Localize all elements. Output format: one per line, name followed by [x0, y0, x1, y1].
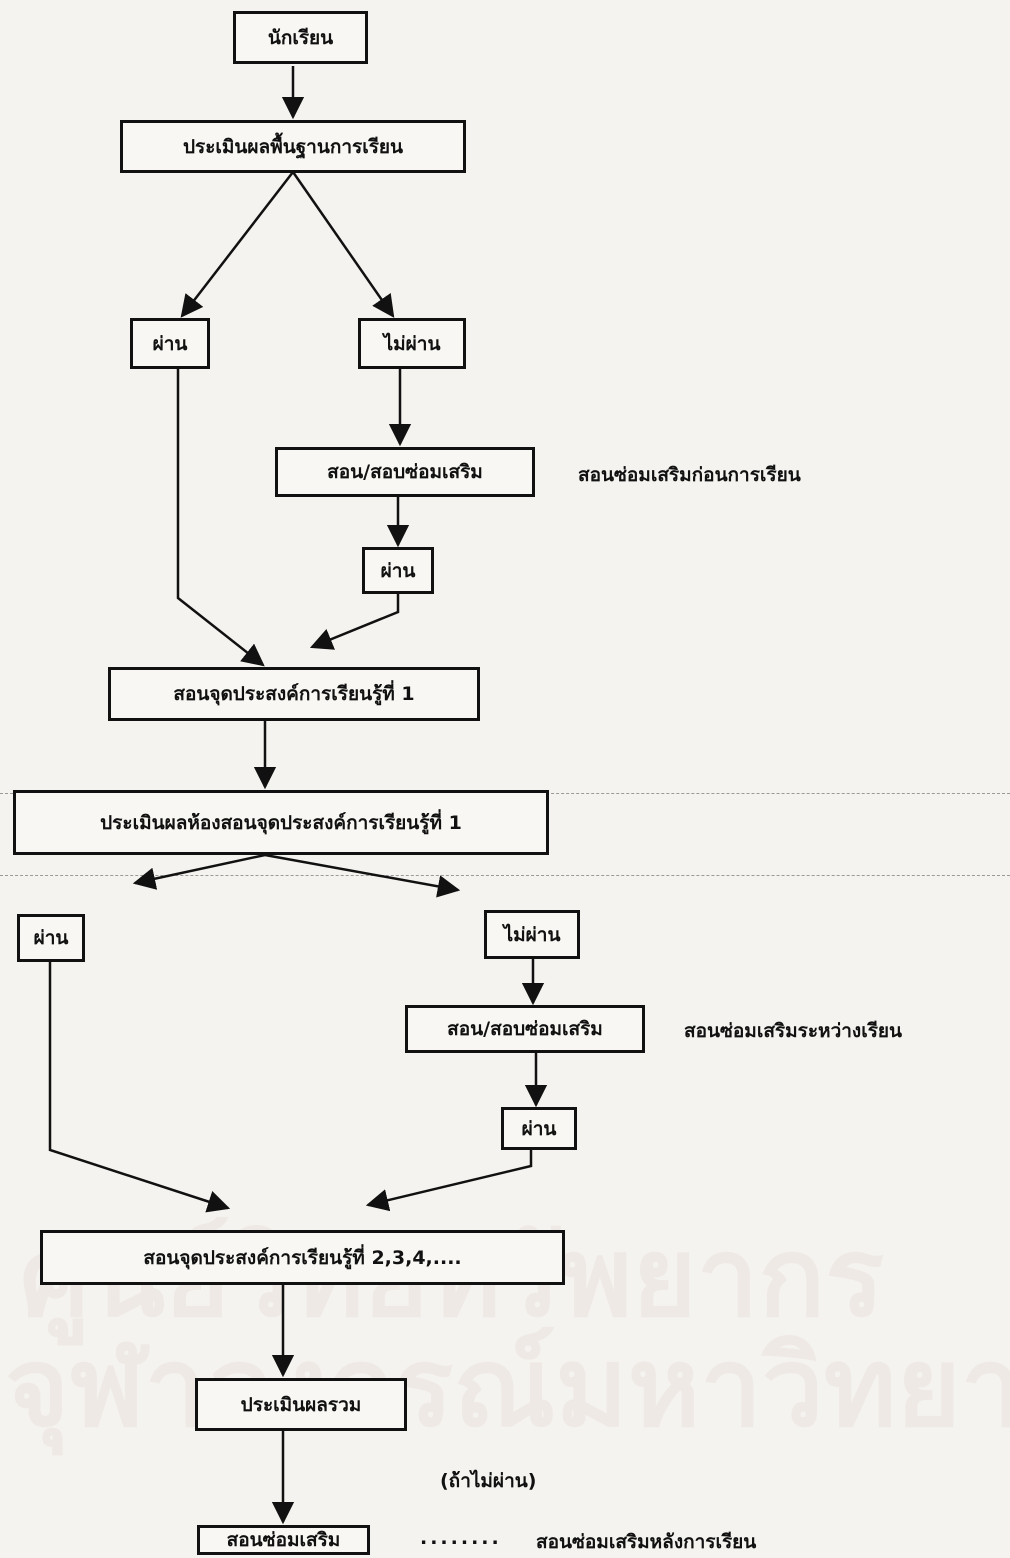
note-remedial-after-learning: สอนซ่อมเสริมหลังการเรียน — [536, 1531, 757, 1553]
node-pass-2b: ผ่าน — [501, 1107, 577, 1150]
note-leader-dots: ........ — [420, 1527, 502, 1549]
divider-line — [0, 875, 1010, 876]
arrow-pass-2b-to-teach-next — [365, 1150, 533, 1212]
node-overall-evaluation: ประเมินผลรวม — [195, 1378, 407, 1431]
node-evaluate-objective-1: ประเมินผลห้องสอนจุดประสงค์การเรียนรู้ที่… — [13, 790, 549, 855]
node-pass-1: ผ่าน — [130, 318, 210, 369]
note-remedial-before-learning: สอนซ่อมเสริมก่อนการเรียน — [578, 464, 801, 486]
arrow-baseline-to-fail — [291, 171, 395, 318]
node-fail-1: ไม่ผ่าน — [358, 318, 466, 369]
arrow-eval-1-to-fail — [264, 853, 461, 898]
arrow-passb-to-teach-1 — [309, 594, 400, 650]
node-remedial-before: สอน/สอบซ่อมเสริม — [275, 447, 535, 497]
node-pass-2: ผ่าน — [17, 914, 85, 962]
node-remedial-during: สอน/สอบซ่อมเสริม — [405, 1005, 645, 1053]
node-teach-next-objectives: สอนจุดประสงค์การเรียนรู้ที่ 2,3,4,.... — [40, 1230, 565, 1285]
note-remedial-during-learning: สอนซ่อมเสริมระหว่างเรียน — [684, 1020, 903, 1042]
arrow-baseline-to-pass — [180, 171, 294, 318]
node-remedial-final: สอนซ่อมเสริม — [197, 1525, 370, 1555]
arrow-pass-2-to-teach-next — [48, 962, 231, 1213]
node-student: นักเรียน — [233, 11, 368, 64]
watermark-line-2: จุฬาลงกรณ์มหาวิทยาลัย — [5, 1322, 1010, 1451]
note-if-fail: (ถ้าไม่ผ่าน) — [440, 1470, 537, 1492]
node-baseline-evaluation: ประเมินผลพื้นฐานการเรียน — [120, 120, 466, 173]
node-teach-objective-1: สอนจุดประสงค์การเรียนรู้ที่ 1 — [108, 667, 480, 721]
arrow-pass-to-teach-1 — [176, 369, 265, 667]
node-pass-1b: ผ่าน — [362, 547, 434, 594]
node-fail-2: ไม่ผ่าน — [484, 910, 580, 959]
arrow-eval-1-to-pass — [132, 853, 266, 890]
